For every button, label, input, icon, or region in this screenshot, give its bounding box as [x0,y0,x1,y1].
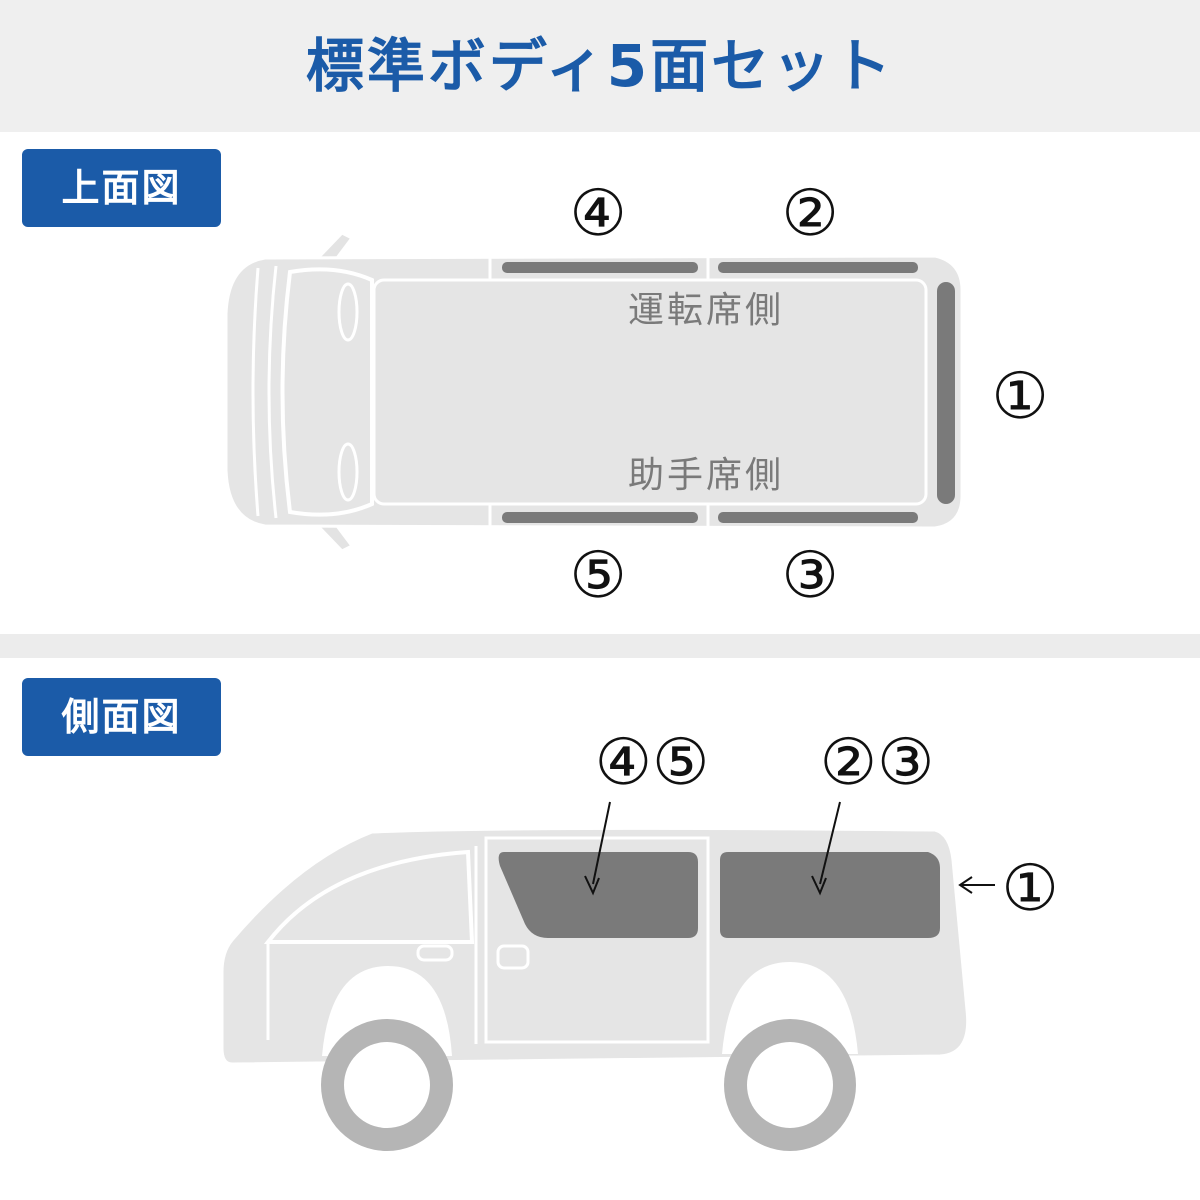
top-view-diagram: 運転席側 助手席側 ④ ② ① ⑤ ③ [224,177,1049,613]
number-2-top: ② [781,177,838,251]
side-view-label: 側面図 [22,678,221,756]
van-top-silhouette [224,231,964,553]
window-3-strip [718,512,918,523]
window-1-strip [937,282,955,504]
number-1-side: ① [1001,852,1058,926]
window-2-strip [718,262,918,273]
top-view-label: 上面図 [22,149,221,227]
passenger-side-label: 助手席側 [628,455,784,496]
front-door-handle [416,944,454,962]
window-2-3-side [720,852,940,938]
side-view-diagram: ④⑤ ②③ ① [220,726,1059,1151]
number-5-top: ⑤ [569,539,626,613]
top-window-strips [502,262,955,523]
wheels [321,1019,856,1151]
driver-side-label: 運転席側 [628,290,784,331]
roof-panel [372,278,928,506]
header-band [0,0,1200,132]
number-4-5-side: ④⑤ [595,726,710,800]
number-4-top: ④ [569,177,626,251]
pointer-arrows [584,801,995,896]
windshield [280,267,374,517]
section-divider [0,634,1200,658]
number-1-top: ① [991,360,1048,434]
window-5-strip [502,512,698,523]
front-side-window [263,849,475,944]
window-4-strip [502,262,698,273]
window-4-5-side [498,852,698,938]
number-2-3-side: ②③ [820,726,935,800]
sliding-door-outline [484,836,710,1044]
door-handle [496,944,530,970]
side-windows [498,852,940,938]
page-title: 標準ボディ5面セット [305,32,895,100]
number-3-top: ③ [781,539,838,613]
